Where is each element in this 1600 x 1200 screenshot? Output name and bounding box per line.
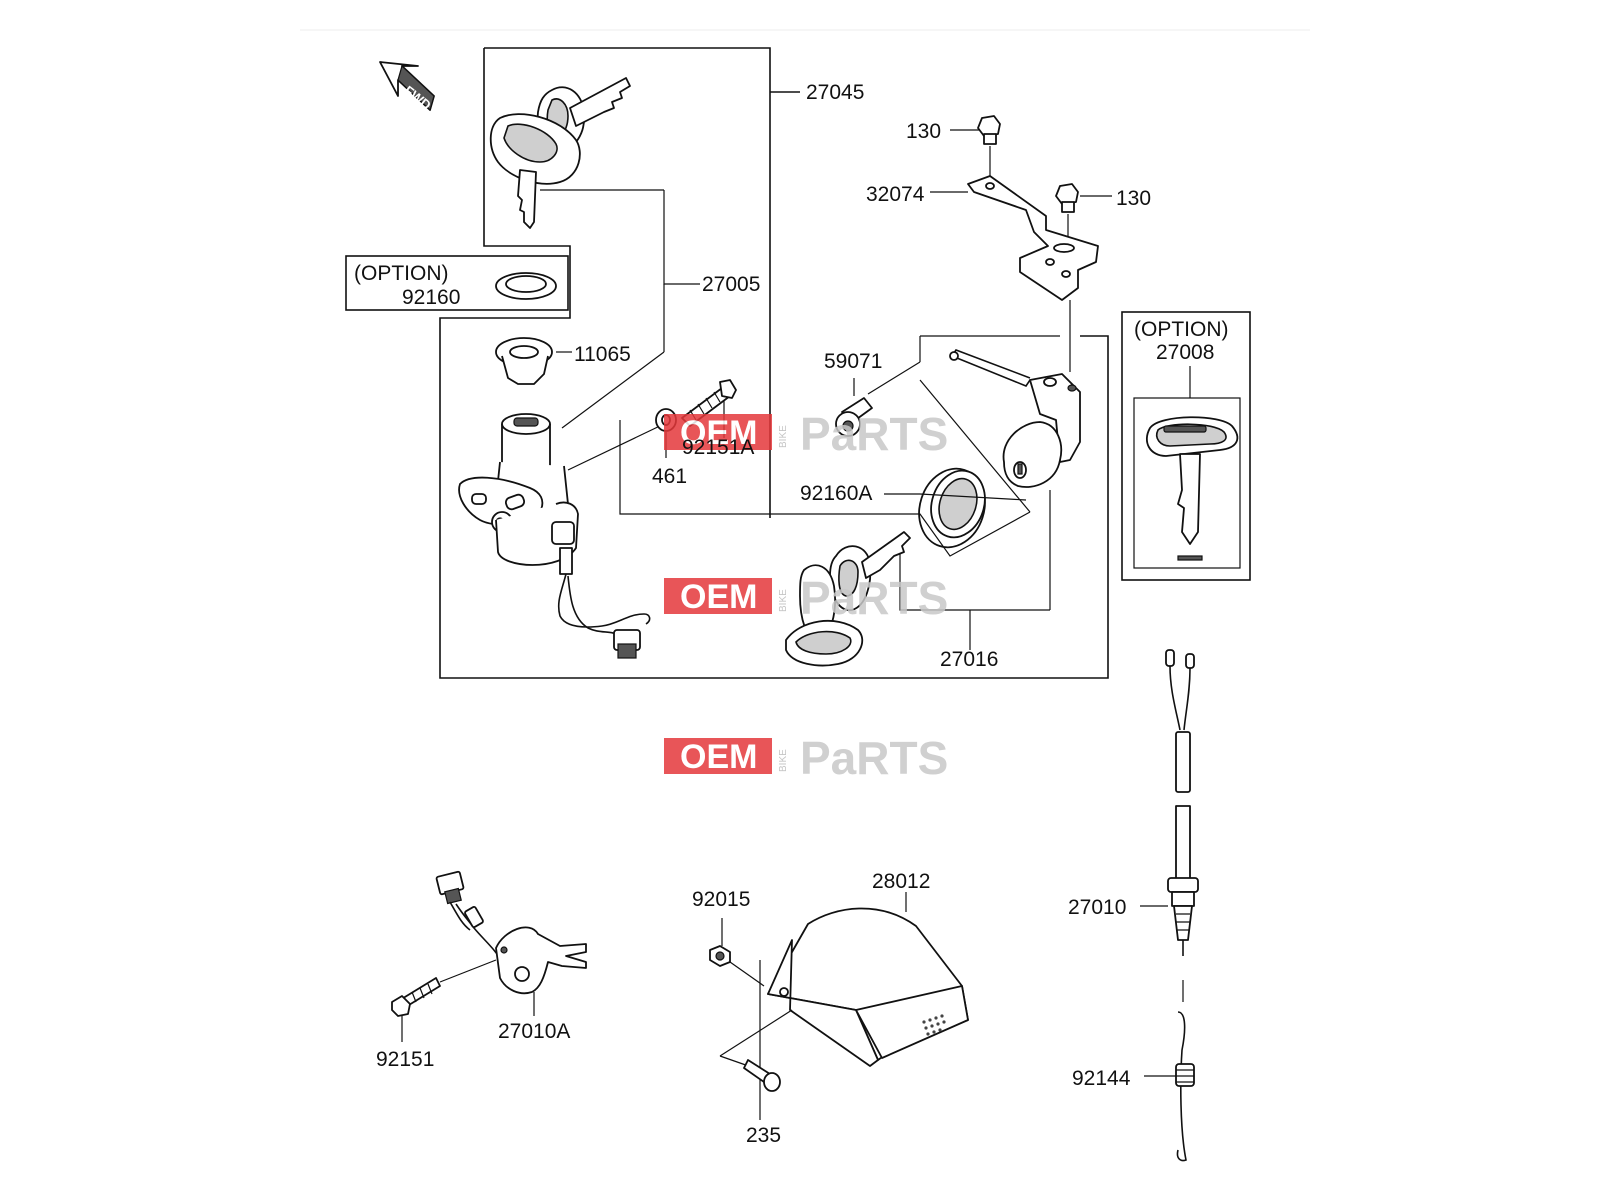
key-27008 [1145, 416, 1239, 561]
bolt-130-top [977, 115, 1001, 145]
cap-11065 [495, 337, 553, 385]
label-461: 461 [652, 465, 687, 488]
harness-27010 [1165, 649, 1199, 956]
nut-92015 [709, 945, 731, 967]
label-92151: 92151 [376, 1048, 434, 1071]
svg-text:OEM: OEM [680, 414, 757, 452]
label-option-right: (OPTION) [1134, 318, 1229, 341]
label-27016: 27016 [940, 648, 998, 671]
label-92015: 92015 [692, 888, 750, 911]
option-box-92160 [345, 255, 569, 311]
svg-text:PaRTS: PaRTS [800, 408, 948, 460]
lock-cable-59071 [835, 349, 1031, 437]
screw-235 [743, 1059, 781, 1092]
label-27010: 27010 [1068, 896, 1126, 919]
key-set-27016 [785, 531, 911, 667]
label-235: 235 [746, 1124, 781, 1147]
label-92160A: 92160A [800, 482, 872, 505]
label-32074: 32074 [866, 183, 925, 206]
svg-text:BIKE: BIKE [778, 749, 789, 772]
svg-text:OEM: OEM [680, 578, 757, 616]
label-28012: 28012 [872, 870, 930, 893]
label-92151A: 92151A [682, 436, 754, 459]
bolt-92151 [391, 977, 441, 1017]
label-59071: 59071 [824, 350, 882, 373]
bolt-130-right [1055, 183, 1079, 213]
svg-text:BIKE: BIKE [778, 425, 789, 448]
svg-text:BIKE: BIKE [778, 589, 789, 612]
label-92144: 92144 [1072, 1067, 1131, 1090]
label-27008: 27008 [1156, 341, 1214, 364]
svg-text:OEM: OEM [680, 738, 757, 776]
label-option-left: (OPTION) [354, 262, 449, 285]
spring-92144 [1175, 1011, 1195, 1162]
group-frame-27045 [439, 47, 1109, 679]
svg-text:PaRTS: PaRTS [800, 732, 948, 784]
label-92160: 92160 [402, 286, 460, 309]
fwd-arrow-icon: FWD [379, 61, 435, 113]
label-130-right: 130 [1116, 187, 1151, 210]
bracket-32074 [967, 175, 1099, 301]
ring-92160 [495, 272, 557, 300]
label-130-top: 130 [906, 120, 941, 143]
sensor-27010A [435, 870, 587, 995]
label-11065: 11065 [574, 343, 631, 366]
watermark-3: OEM BIKE PaRTS [664, 732, 948, 784]
watermark-2: OEM BIKE PaRTS [664, 572, 948, 624]
ring-92160A [918, 467, 986, 549]
ignition-switch [458, 413, 651, 659]
cover-28012 [767, 907, 969, 1067]
label-27010A: 27010A [498, 1020, 570, 1043]
key-set-27005 [489, 77, 631, 229]
seat-lock-body [1002, 373, 1081, 488]
watermark-1: OEM BIKE PaRTS [664, 408, 948, 460]
label-27045: 27045 [806, 81, 864, 104]
label-27005: 27005 [702, 273, 760, 296]
option-box-27008 [1121, 311, 1251, 581]
svg-text:PaRTS: PaRTS [800, 572, 948, 624]
